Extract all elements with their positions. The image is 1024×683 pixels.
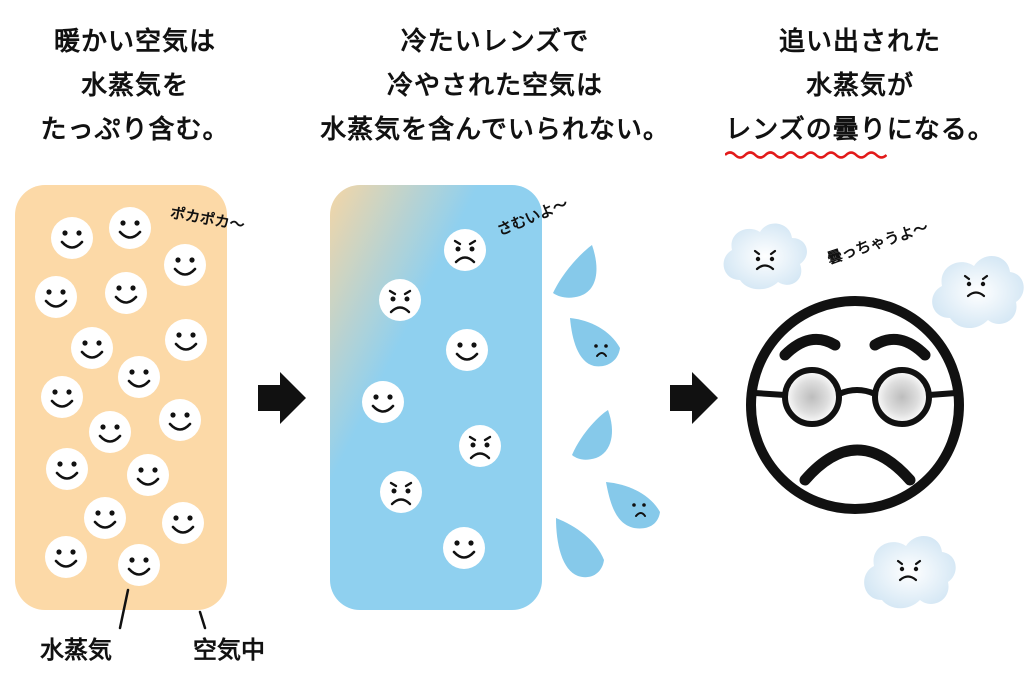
cold-air-panel <box>330 185 542 610</box>
vapor-smile-face <box>444 327 490 373</box>
face-outline <box>746 296 964 514</box>
vapor-sad-face <box>457 423 503 469</box>
left-lens <box>782 367 842 427</box>
caption-line: 水蒸気が <box>805 71 914 101</box>
glasses-bridge <box>837 387 877 397</box>
vapor-smile-face <box>44 446 90 492</box>
vapor-smile-face <box>69 325 115 371</box>
vapor-smile-face <box>49 215 95 261</box>
label-in-air: 空気中 <box>193 636 265 664</box>
caption-line: 追い出された <box>778 27 941 57</box>
drop-sad-face <box>594 344 608 357</box>
highlighted-text: レンズの曇り <box>725 115 887 145</box>
water-drop-icon <box>553 245 597 298</box>
caption-line: たっぷり含む。 <box>40 115 230 145</box>
caption-line: レンズの曇りになる。 <box>710 108 1010 159</box>
caption-line: 水蒸気を <box>80 71 189 101</box>
air-leader-line <box>198 610 207 630</box>
drop-sad-face <box>632 503 646 517</box>
label-water-vapor: 水蒸気 <box>40 636 112 664</box>
arrow-right-icon <box>670 372 718 424</box>
vapor-smile-face <box>125 452 171 498</box>
caption-tail: になる。 <box>886 115 995 145</box>
wavy-underline <box>725 151 887 159</box>
cloud-icon <box>864 535 956 609</box>
caption-line: 冷やされた空気は <box>386 71 603 101</box>
cloud-icon <box>932 255 1024 329</box>
vapor-leader-line <box>118 588 130 630</box>
caption-warm-air: 暖かい空気は 水蒸気を たっぷり含む。 <box>10 20 260 152</box>
vapor-smile-face <box>43 534 89 580</box>
vapor-smile-face <box>103 270 149 316</box>
vapor-smile-face <box>157 397 203 443</box>
lens-fog-highlight: レンズの曇り <box>725 108 887 159</box>
vapor-smile-face <box>163 317 209 363</box>
vapor-smile-face <box>116 542 162 588</box>
vapor-smile-face <box>160 500 206 546</box>
cloud-icon <box>723 223 807 290</box>
vapor-sad-face <box>442 227 488 273</box>
vapor-sad-face <box>378 469 424 515</box>
vapor-smile-face <box>39 374 85 420</box>
water-drop-icon <box>572 410 612 460</box>
water-drop-icon <box>570 318 620 367</box>
caption-line: 冷たいレンズで <box>400 27 590 57</box>
caption-cooled-air: 冷たいレンズで 冷やされた空気は 水蒸気を含んでいられない。 <box>300 20 690 152</box>
vapor-smile-face <box>441 525 487 571</box>
vapor-smile-face <box>360 379 406 425</box>
water-drops <box>553 245 660 578</box>
right-lens <box>872 367 932 427</box>
left-eyebrow <box>779 333 841 361</box>
water-drop-icon <box>556 518 604 578</box>
vapor-smile-face <box>107 205 153 251</box>
arrow-right-icon <box>258 372 306 424</box>
fogged-glasses-face <box>746 296 964 514</box>
frown-mouth <box>799 444 916 486</box>
vapor-smile-face <box>162 242 208 288</box>
glasses-temple-left <box>752 390 788 398</box>
right-eyebrow <box>869 333 931 361</box>
caption-fogged-lens: 追い出された 水蒸気が レンズの曇りになる。 <box>710 20 1010 159</box>
caption-line: 暖かい空気は <box>53 27 216 57</box>
vapor-smile-face <box>87 409 133 455</box>
vapor-smile-face <box>116 354 162 400</box>
vapor-smile-face <box>82 495 128 541</box>
glasses-temple-right <box>926 390 959 398</box>
vapor-smile-face <box>33 274 79 320</box>
vapor-sad-face <box>377 277 423 323</box>
caption-line: 水蒸気を含んでいられない。 <box>320 115 670 145</box>
